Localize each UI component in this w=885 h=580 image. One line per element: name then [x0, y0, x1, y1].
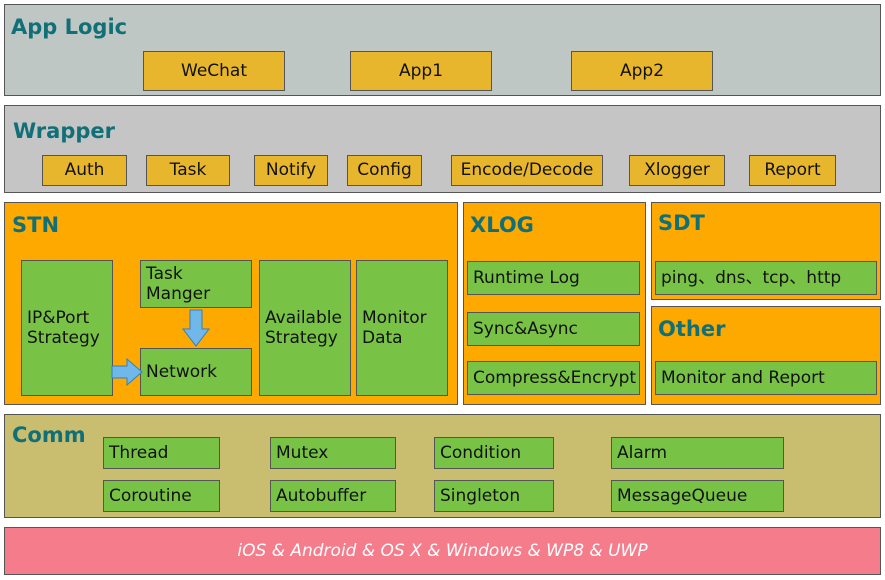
wrapper-task: Task [146, 155, 230, 186]
stn-available-line2: Strategy [265, 328, 338, 348]
app-wechat: WeChat [143, 51, 285, 91]
other-layer: Other Monitor and Report [651, 306, 881, 405]
stn-available-line1: Available [265, 307, 342, 328]
stn-monitor-line2: Data [362, 328, 403, 348]
stn-ipport-line2: Strategy [27, 328, 100, 348]
stn-ipport-line1: IP&Port [27, 307, 90, 328]
comm-alarm: Alarm [611, 437, 784, 469]
wrapper-report: Report [749, 155, 836, 186]
stn-task-manager-line2: Manger [146, 284, 211, 304]
sdt-title: SDT [658, 211, 705, 235]
wrapper-encode-decode: Encode/Decode [451, 155, 603, 186]
stn-monitor-line1: Monitor [362, 307, 427, 328]
comm-autobuffer: Autobuffer [270, 480, 396, 512]
stn-monitor-data: Monitor Data [356, 260, 448, 396]
comm-condition: Condition [434, 437, 554, 469]
wrapper-title: Wrapper [13, 119, 115, 143]
platform-layer: iOS & Android & OS X & Windows & WP8 & U… [4, 527, 881, 575]
arrow-down-icon [182, 309, 210, 347]
wrapper-auth: Auth [42, 155, 127, 186]
wrapper-config: Config [347, 155, 422, 186]
comm-layer: Comm Thread Mutex Condition Alarm Corout… [4, 414, 881, 518]
app-logic-title: App Logic [11, 15, 128, 39]
xlog-sync-async: Sync&Async [467, 312, 640, 346]
stn-available-strategy: Available Strategy [259, 260, 351, 396]
stn-task-manager-line1: Task [146, 263, 183, 284]
app-app2: App2 [571, 51, 713, 91]
sdt-layer: SDT ping、dns、tcp、http [651, 202, 881, 300]
platform-text: iOS & Android & OS X & Windows & WP8 & U… [237, 541, 648, 561]
comm-messagequeue: MessageQueue [611, 480, 784, 512]
stn-layer: STN IP&Port Strategy Task Manger Network… [4, 202, 458, 405]
stn-task-manager: Task Manger [140, 260, 252, 308]
other-title: Other [658, 317, 726, 341]
app-app1: App1 [350, 51, 492, 91]
comm-title: Comm [12, 423, 86, 447]
xlog-runtime-log: Runtime Log [467, 261, 640, 295]
comm-singleton: Singleton [434, 480, 554, 512]
stn-title: STN [12, 213, 60, 237]
arrow-right-icon [111, 358, 143, 386]
comm-mutex: Mutex [270, 437, 396, 469]
xlog-layer: XLOG Runtime Log Sync&Async Compress&Enc… [463, 202, 646, 405]
xlog-compress-encrypt: Compress&Encrypt [467, 361, 640, 395]
stn-ipport-strategy: IP&Port Strategy [21, 260, 113, 396]
other-monitor-report: Monitor and Report [655, 361, 877, 395]
wrapper-notify: Notify [254, 155, 328, 186]
stn-network: Network [140, 348, 252, 396]
xlog-title: XLOG [470, 213, 534, 237]
comm-thread: Thread [103, 437, 220, 469]
comm-coroutine: Coroutine [103, 480, 220, 512]
wrapper-xlogger: Xlogger [629, 155, 725, 186]
app-logic-layer: App Logic WeChat App1 App2 [4, 4, 881, 96]
wrapper-layer: Wrapper Auth Task Notify Config Encode/D… [4, 105, 881, 193]
sdt-protocols: ping、dns、tcp、http [655, 261, 877, 295]
